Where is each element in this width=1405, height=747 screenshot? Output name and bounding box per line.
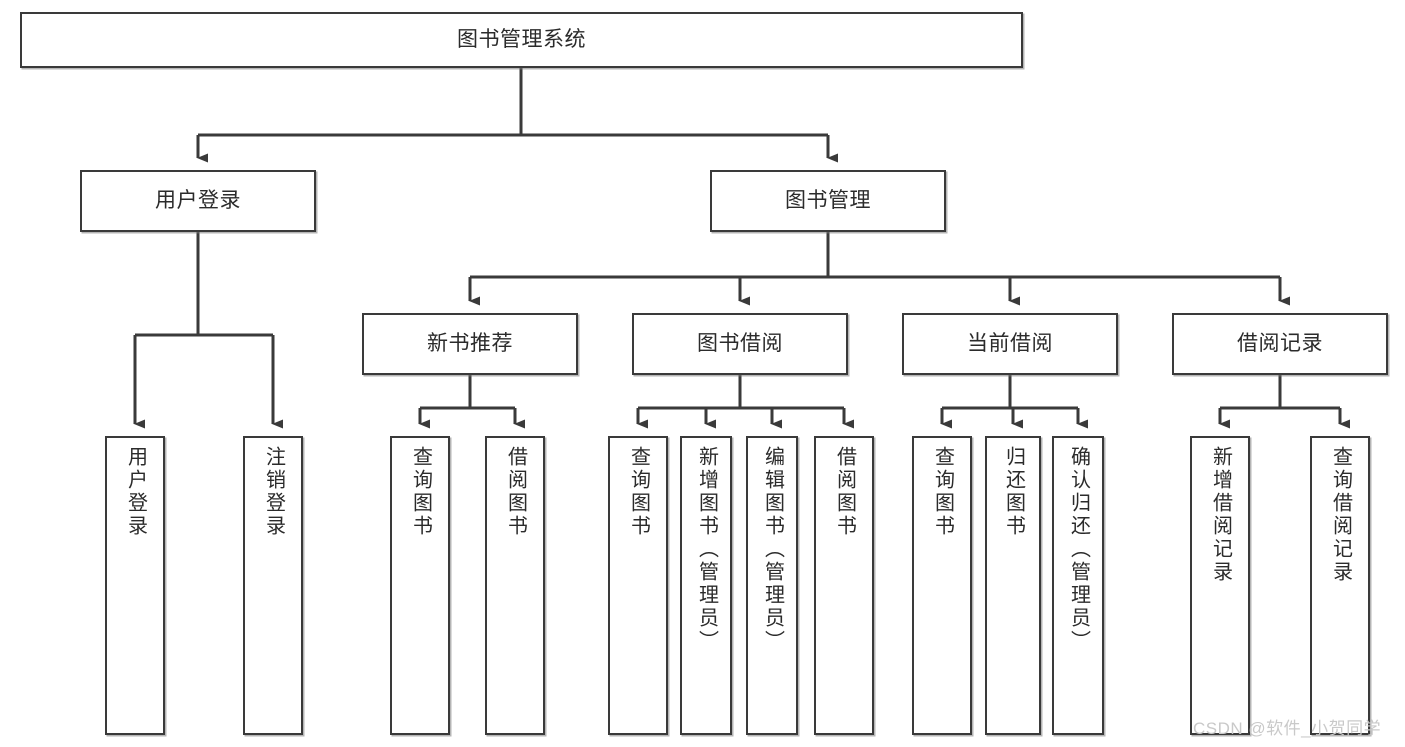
node-current-borrow-label: 当前借阅 xyxy=(967,332,1053,356)
node-leaf-user-login[interactable]: 用户登录 xyxy=(105,436,165,735)
node-leaf-borrow-book-2-label: 借阅图书 xyxy=(833,446,856,538)
node-leaf-add-book-admin-label: 新增图书（管理员） xyxy=(695,446,718,653)
node-leaf-confirm-return-admin-label: 确认归还（管理员） xyxy=(1067,446,1090,653)
node-leaf-edit-book-admin-label: 编辑图书（管理员） xyxy=(761,446,784,653)
node-leaf-edit-book-admin[interactable]: 编辑图书（管理员） xyxy=(746,436,798,735)
node-current-borrow[interactable]: 当前借阅 xyxy=(902,313,1118,375)
node-book-manage[interactable]: 图书管理 xyxy=(710,170,946,232)
node-leaf-query-book-3-label: 查询图书 xyxy=(931,446,954,538)
node-leaf-query-borrow-record[interactable]: 查询借阅记录 xyxy=(1310,436,1370,735)
node-leaf-borrow-book-1-label: 借阅图书 xyxy=(504,446,527,538)
node-new-book-recommend-label: 新书推荐 xyxy=(427,332,513,356)
node-leaf-return-book[interactable]: 归还图书 xyxy=(985,436,1041,735)
node-leaf-add-borrow-record[interactable]: 新增借阅记录 xyxy=(1190,436,1250,735)
node-leaf-confirm-return-admin[interactable]: 确认归还（管理员） xyxy=(1052,436,1104,735)
node-root-label: 图书管理系统 xyxy=(457,28,586,52)
node-leaf-query-book-3[interactable]: 查询图书 xyxy=(912,436,972,735)
node-book-borrow-label: 图书借阅 xyxy=(697,332,783,356)
node-leaf-query-book-1[interactable]: 查询图书 xyxy=(390,436,450,735)
node-leaf-query-borrow-record-label: 查询借阅记录 xyxy=(1329,446,1352,584)
node-leaf-borrow-book-2[interactable]: 借阅图书 xyxy=(814,436,874,735)
node-user-login-label: 用户登录 xyxy=(155,189,241,213)
node-leaf-borrow-book-1[interactable]: 借阅图书 xyxy=(485,436,545,735)
node-leaf-add-borrow-record-label: 新增借阅记录 xyxy=(1209,446,1232,584)
node-leaf-user-logout-label: 注销登录 xyxy=(262,446,285,538)
node-leaf-add-book-admin[interactable]: 新增图书（管理员） xyxy=(680,436,732,735)
node-borrow-record[interactable]: 借阅记录 xyxy=(1172,313,1388,375)
node-book-manage-label: 图书管理 xyxy=(785,189,871,213)
node-leaf-user-logout[interactable]: 注销登录 xyxy=(243,436,303,735)
node-leaf-query-book-2-label: 查询图书 xyxy=(627,446,650,538)
node-root[interactable]: 图书管理系统 xyxy=(20,12,1023,68)
node-borrow-record-label: 借阅记录 xyxy=(1237,332,1323,356)
node-book-borrow[interactable]: 图书借阅 xyxy=(632,313,848,375)
node-leaf-return-book-label: 归还图书 xyxy=(1002,446,1025,538)
node-user-login[interactable]: 用户登录 xyxy=(80,170,316,232)
node-leaf-query-book-1-label: 查询图书 xyxy=(409,446,432,538)
node-leaf-user-login-label: 用户登录 xyxy=(124,446,147,538)
node-new-book-recommend[interactable]: 新书推荐 xyxy=(362,313,578,375)
node-leaf-query-book-2[interactable]: 查询图书 xyxy=(608,436,668,735)
